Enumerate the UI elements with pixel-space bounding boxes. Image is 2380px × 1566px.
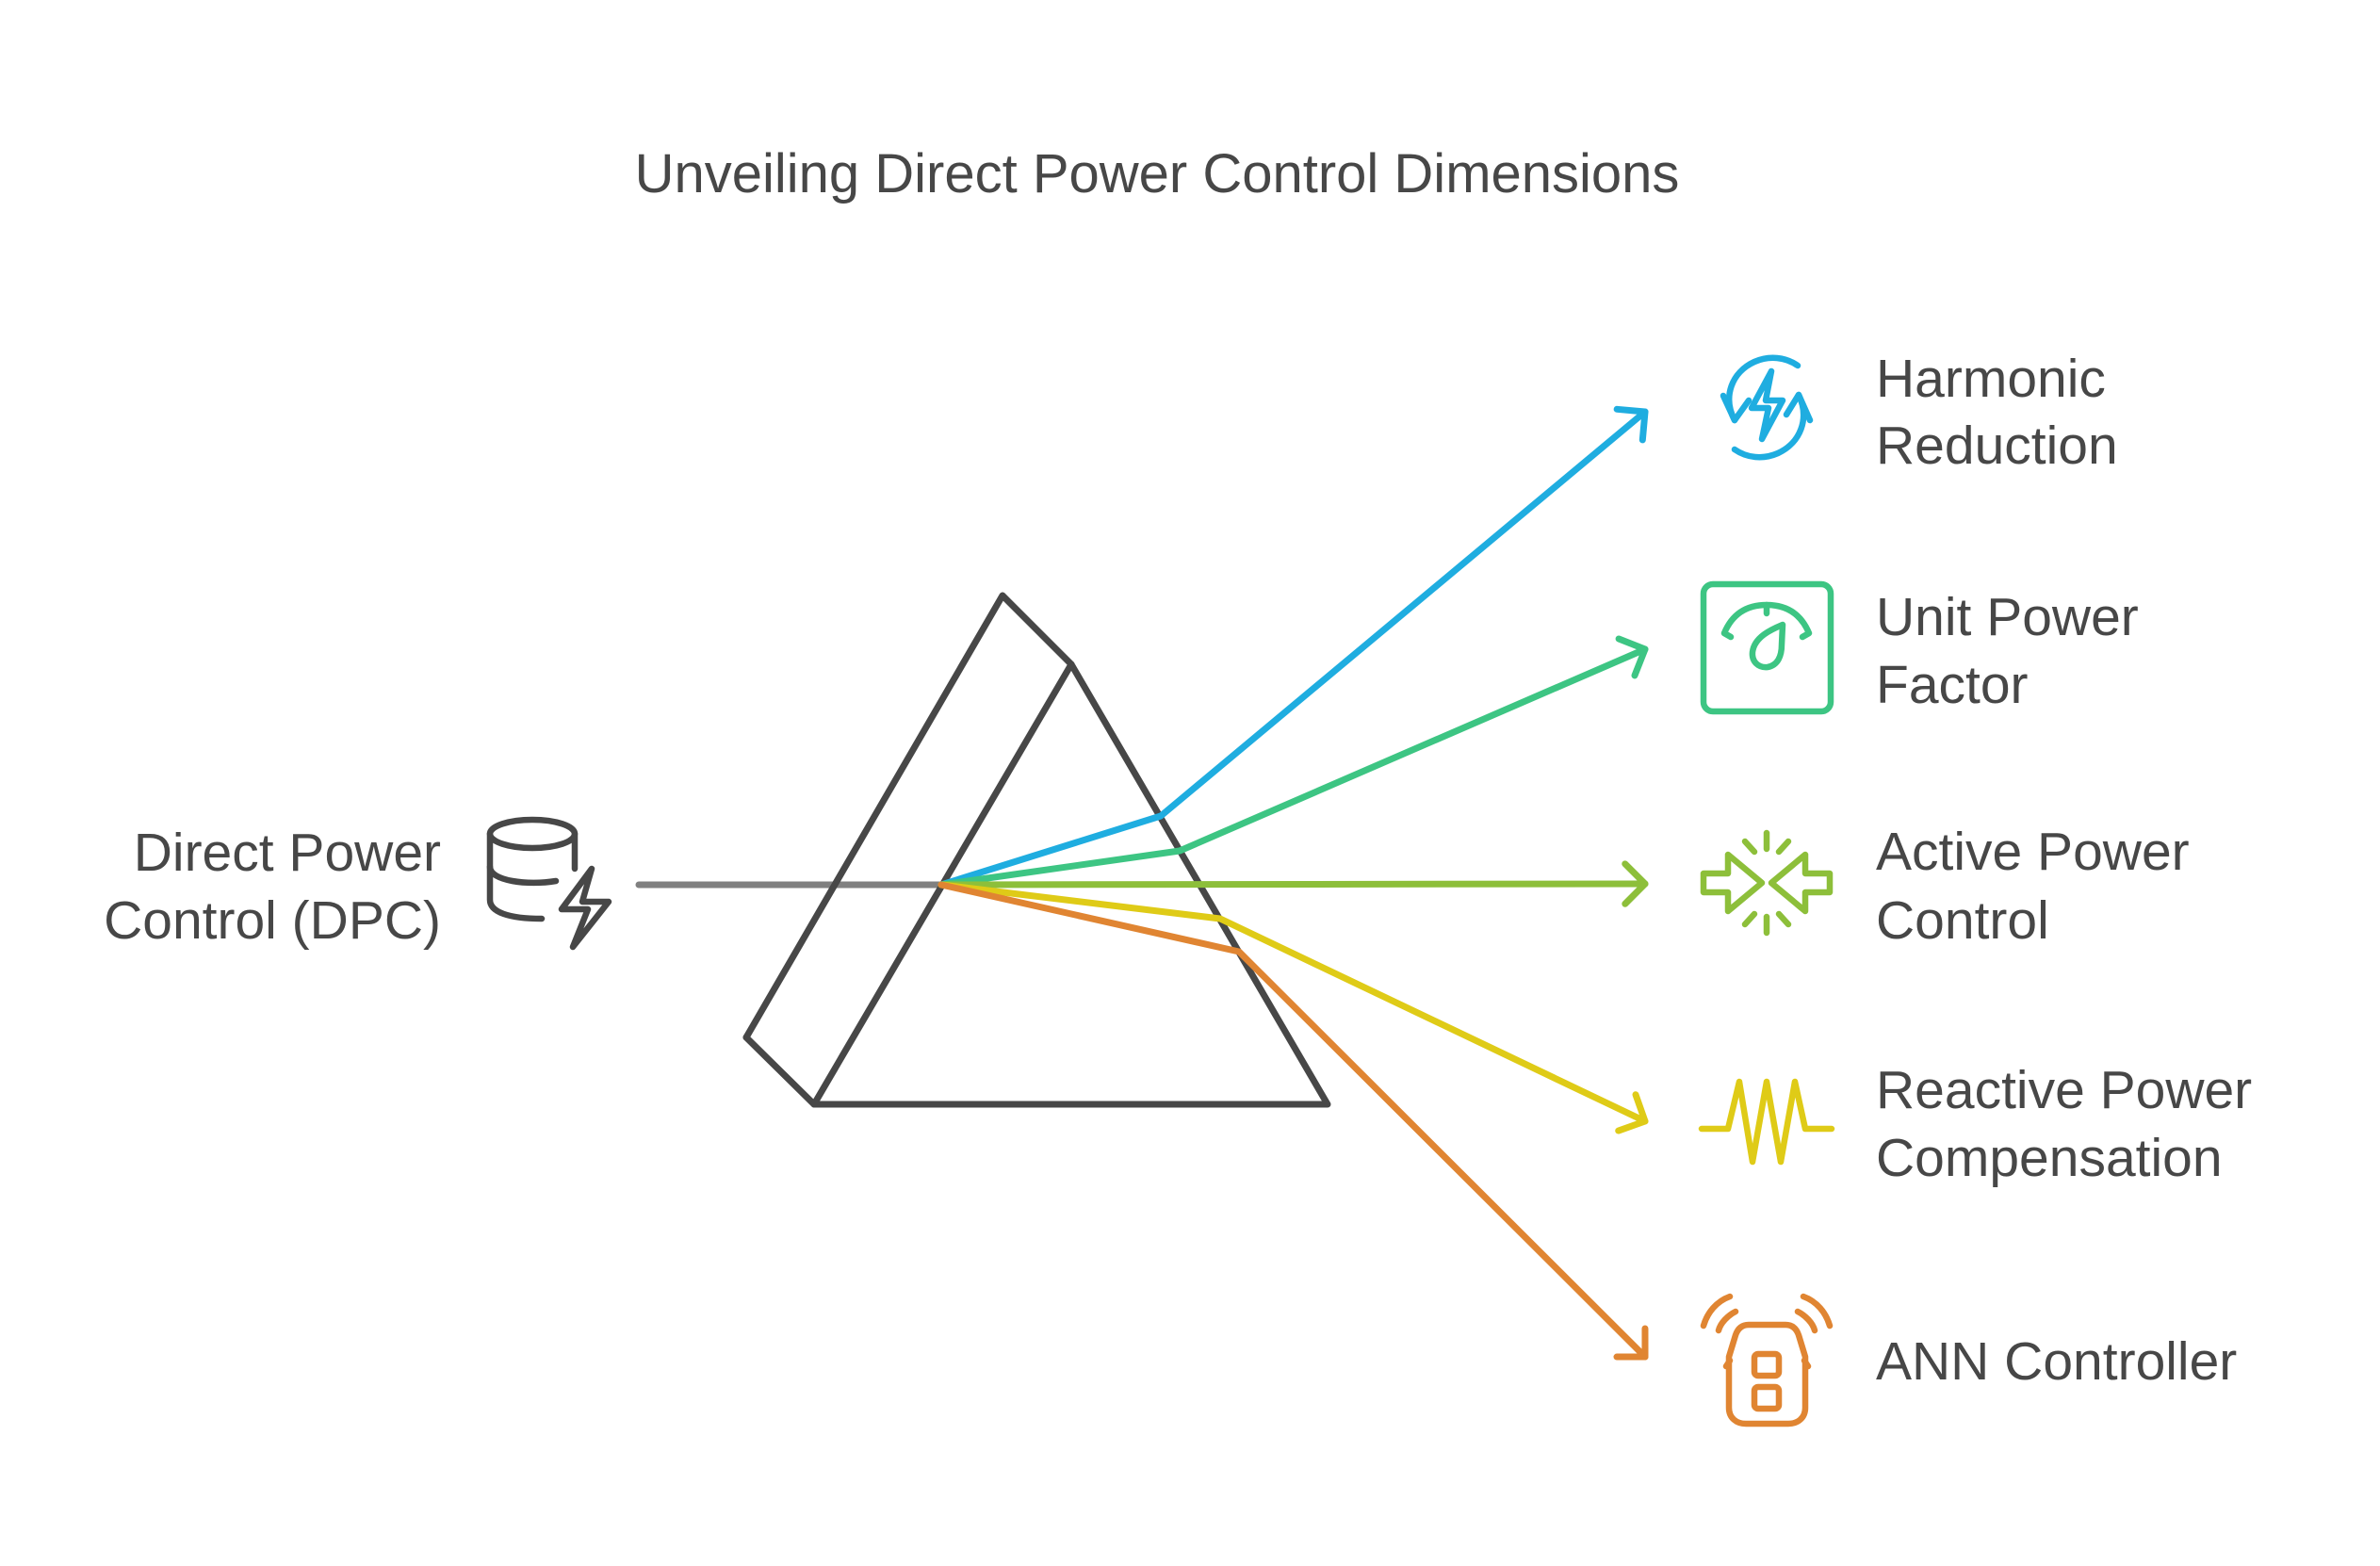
ray-2 xyxy=(937,645,1649,889)
output-item-unit-power-factor: Unit Power Factor xyxy=(1700,580,2139,715)
output-label-line-2: Reduction xyxy=(1876,416,2118,476)
arrowhead-icon xyxy=(1615,1091,1649,1134)
prism-back-edge xyxy=(742,592,1075,1041)
output-label-line-1: Harmonic xyxy=(1876,349,2106,409)
output-item-ann-controller: ANN Controller xyxy=(1700,1293,2237,1427)
prism xyxy=(742,592,1331,1108)
arrowhead-icon xyxy=(1622,860,1649,907)
arrowhead-icon xyxy=(1613,1325,1649,1361)
converging-arrows-icon xyxy=(1700,829,1834,937)
prism-bottom-left-edge xyxy=(742,1034,818,1108)
output-label-line-1: Reactive Power xyxy=(1876,1060,2252,1120)
output-label-line-1: Active Power xyxy=(1876,822,2190,882)
output-label-line-2: Factor xyxy=(1876,655,2029,715)
arrowhead-icon xyxy=(1613,405,1649,444)
database-bolt-icon xyxy=(486,816,612,951)
dispersed-rays xyxy=(937,405,1649,1361)
source-label-line-2: Control (DPC) xyxy=(104,890,441,951)
output-item-active-power-control: Active Power Control xyxy=(1700,822,2190,951)
output-label-line-2: Control xyxy=(1876,890,2049,951)
remote-controller-icon xyxy=(1700,1293,1834,1427)
gauge-icon xyxy=(1700,580,1834,715)
output-item-reactive-power-compensation: Reactive Power Compensation xyxy=(1698,1060,2252,1188)
output-item-harmonic-reduction: Harmonic Reduction xyxy=(1720,349,2118,476)
output-label-line-2: Compensation xyxy=(1876,1128,2223,1188)
ray-5 xyxy=(937,881,1649,1361)
waveform-icon xyxy=(1698,1078,1835,1166)
ray-4 xyxy=(937,881,1649,1125)
cycle-bolt-icon xyxy=(1720,354,1814,461)
source-label-line-1: Direct Power xyxy=(134,823,441,883)
arrowhead-icon xyxy=(1615,635,1649,679)
ray-3 xyxy=(937,880,1649,889)
ray-1 xyxy=(937,408,1649,889)
output-label-line-1: ANN Controller xyxy=(1876,1331,2237,1392)
source-label: Direct Power Control (DPC) xyxy=(104,823,441,951)
diagram-title: Unveiling Direct Power Control Dimension… xyxy=(635,143,1680,204)
output-label-line-1: Unit Power xyxy=(1876,587,2139,647)
